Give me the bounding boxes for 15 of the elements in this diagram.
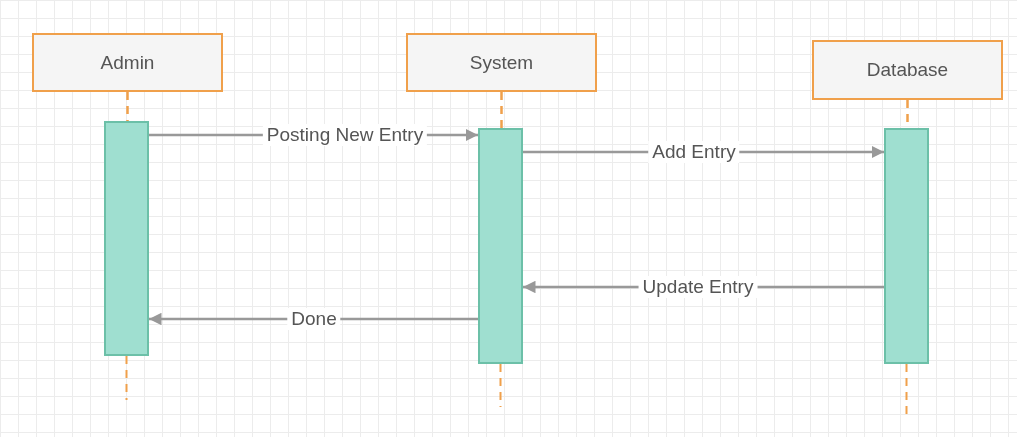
participant-box — [406, 33, 597, 92]
edge-label: Update Entry — [638, 276, 758, 298]
edge-label: Add Entry — [648, 141, 740, 163]
activation-bar — [884, 128, 929, 364]
participant-name: System — [469, 51, 534, 74]
edge-label: Done — [287, 308, 341, 330]
activation-bar — [478, 128, 523, 364]
lifeline — [126, 92, 129, 121]
participant-name: Admin — [100, 51, 155, 74]
participant-name: Database — [866, 59, 949, 81]
participant-box — [32, 33, 223, 92]
lifeline — [500, 92, 503, 128]
activation-bar — [104, 121, 149, 356]
participant-box — [812, 40, 1003, 100]
edge-label: Posting New Entry — [262, 124, 428, 146]
